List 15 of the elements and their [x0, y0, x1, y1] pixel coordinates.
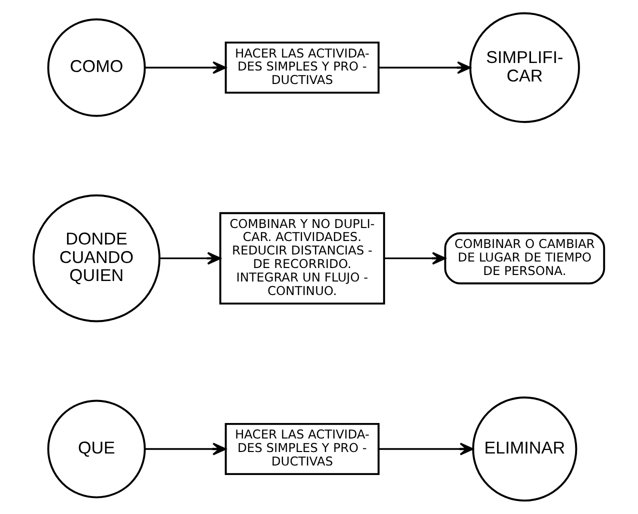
arrow [144, 442, 226, 456]
node-circle: SIMPLIFI- CAR [469, 12, 580, 123]
node-circle: COMO [47, 18, 146, 117]
arrow [159, 252, 221, 265]
node-box: COMBINAR Y NO DUPLI- CAR. ACTIVIDADES. REDUCIR DISTANCIAS - DE RECORRIDO. INTEGRAR UN FLUJO - CONTINUO. [219, 212, 386, 305]
node-circle: QUE [47, 400, 146, 498]
node-box: COMBINAR O CAMBIAR DE LUGAR DE TIEMPO DE PERSONA. [444, 232, 606, 284]
node-circle: DONDE CUANDO QUIEN [32, 194, 160, 322]
arrow [378, 61, 471, 74]
node-circle: ELIMINAR [472, 396, 578, 502]
node-box: HACER LAS ACTIVIDA- DES SIMPLES Y PRO - DUCTIVAS [224, 422, 380, 476]
node-box: HACER LAS ACTIVIDA- DES SIMPLES Y PRO - DUCTIVAS [224, 42, 380, 94]
arrow [144, 61, 226, 74]
arrow [378, 442, 474, 456]
arrow [384, 252, 446, 265]
